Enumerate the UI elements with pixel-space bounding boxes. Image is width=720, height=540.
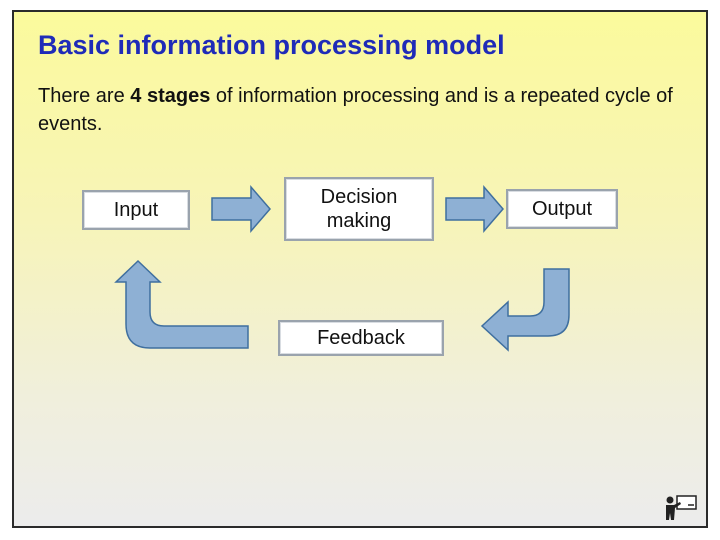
arrow-decision-to-output [445,184,504,234]
slide-body-text: There are 4 stages of information proces… [38,82,678,138]
arrow-input-to-decision [211,184,271,234]
stage-output-box: Output [506,189,618,229]
body-text-bold: 4 stages [130,85,211,107]
slide: Basic information processing model There… [12,10,708,528]
body-text-start: There are [38,85,131,107]
body-text-end: of information processing and is a repea… [38,85,673,135]
slide-title: Basic information processing model [38,30,505,60]
arrow-feedback-to-input [114,259,249,349]
teacher-pointing-icon[interactable] [664,494,698,522]
stage-input-box: Input [82,190,190,230]
arrow-output-to-feedback [480,268,570,352]
stage-feedback-box: Feedback [278,320,444,356]
cycle-arrows [114,184,570,352]
stage-decision-making-box: Decision making [284,177,434,241]
